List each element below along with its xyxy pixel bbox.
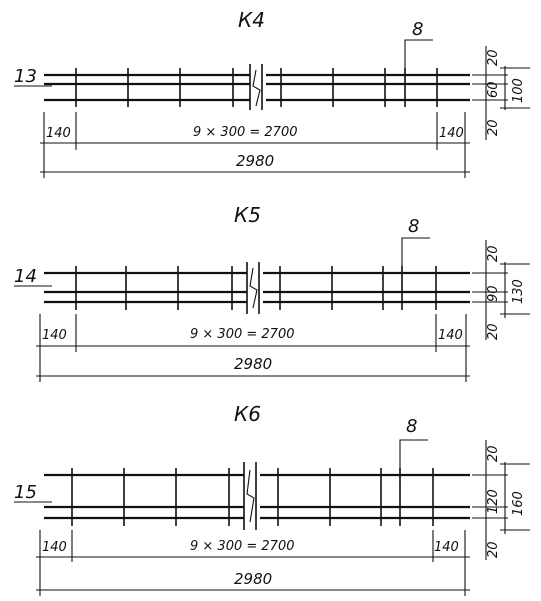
k6-dim-h-right: 140 [434,540,459,555]
k5-break-mark [246,262,260,314]
k4-leader-line [404,39,433,80]
cage-k4: К4 13 8 [14,8,530,178]
k4-horizontal-dims: 140 9 × 300 = 2700 140 2980 [40,112,470,178]
k4-dim-v-total: 100 [511,78,526,103]
k5-dim-v-total: 130 [511,279,526,304]
k5-dim-h-left: 140 [42,328,67,343]
k4-dim-total: 2980 [236,152,274,170]
k6-dim-v-total: 160 [511,491,526,516]
cage-k5: К5 14 8 [14,203,530,382]
k5-horizontal-dims: 140 9 × 300 = 2700 140 2980 [36,314,470,382]
k6-position-mark: 15 [14,482,37,503]
k5-vertical-dims: 20 90 20 130 [472,240,530,340]
k5-dim-v-top: 20 [486,245,501,262]
k6-dim-v-mid: 120 [486,489,501,514]
k4-vertical-dims: 20 60 20 100 [472,46,530,140]
k6-leader-line [399,439,428,482]
k6-dim-h-middle: 9 × 300 = 2700 [190,539,294,554]
k5-dim-v-mid: 90 [486,285,501,302]
k4-leader-mark: 8 [412,19,423,40]
cage-k5-title: К5 [234,203,261,227]
k6-dim-h-left: 140 [42,540,67,555]
cage-k6: К6 15 8 [14,402,530,596]
k4-dim-v-mid: 60 [486,81,501,98]
k4-dim-h-middle: 9 × 300 = 2700 [193,125,297,140]
k5-position-mark: 14 [14,266,37,287]
k6-dim-v-bottom: 20 [486,541,501,558]
k4-dim-h-left: 140 [46,126,71,141]
cage-k4-title: К4 [238,8,265,32]
k4-dim-v-top: 20 [486,49,501,66]
k4-dim-h-right: 140 [439,126,464,141]
k5-dim-h-right: 140 [438,328,463,343]
k5-dim-v-bottom: 20 [486,323,501,340]
k4-position-mark: 13 [14,66,37,87]
k4-break-mark [249,64,263,110]
k6-vertical-dims: 20 120 20 160 [472,440,530,560]
k5-leader-mark: 8 [408,216,419,237]
k6-dim-total: 2980 [234,570,272,588]
k6-break-mark [243,462,257,530]
cage-k6-title: К6 [234,402,261,426]
k6-horizontal-dims: 140 9 × 300 = 2700 140 2980 [36,530,470,596]
k5-leader-line [401,237,430,278]
k5-dim-h-middle: 9 × 300 = 2700 [190,327,294,342]
k6-leader-mark: 8 [406,416,417,437]
k4-dim-v-bottom: 20 [486,119,501,136]
k6-dim-v-top: 20 [486,445,501,462]
k5-dim-total: 2980 [234,355,272,373]
